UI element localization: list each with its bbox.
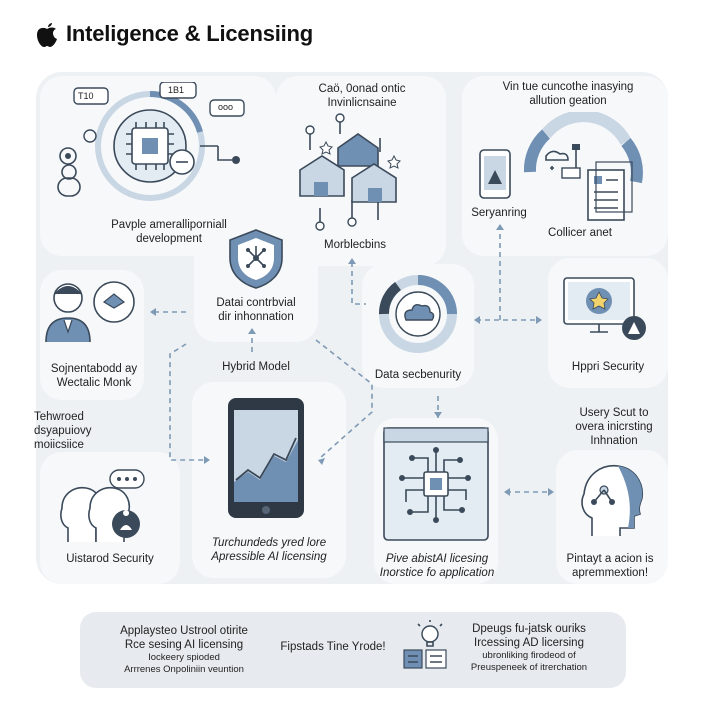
bottom-right-block: Dpeugs fu-jatsk ouriks Ircessing AD lice… xyxy=(444,622,614,674)
shield-label-line2: dir inhonnation xyxy=(218,311,294,323)
bubble-b-text: 1B1 xyxy=(168,85,185,95)
bubble-c-text: ooo xyxy=(218,102,234,112)
bottom-right-line3: ubronliking firodeod of xyxy=(482,650,576,661)
bottom-left-line2: Rce sesing AI licensing xyxy=(124,639,244,651)
shield-label: Datai contrbvial dir inhonnation xyxy=(196,296,316,324)
data-security-label: Data secbenurity xyxy=(374,369,462,381)
left-text-line1: Tehwroed xyxy=(34,411,84,423)
bottom-right-line1: Dpeugs fu-jatsk ouriks xyxy=(472,623,586,635)
apple-logo-icon xyxy=(37,23,57,47)
bottom-left-line3: Iockeery spioded xyxy=(148,652,220,663)
top-left-label-line1: Pavple ameralliporniall xyxy=(111,219,227,231)
bottom-summary-bar xyxy=(80,612,626,688)
top-center-heading: Caö, 0onad ontic Invinlicnsaine xyxy=(282,82,442,110)
ai-head-profile-icon xyxy=(581,465,643,536)
left-text-block: Tehwroed dsyapuiovy moiicsiice xyxy=(34,410,114,452)
tablet-dashboard-icon xyxy=(479,112,643,221)
user-right-label-line2: overa inicrsting xyxy=(575,421,653,433)
user-right-label-line3: Inhnation xyxy=(590,435,638,447)
user-right-label: Usery Scut to overa inicrsting Inhnation xyxy=(560,406,668,448)
top-right-heading: Vin tue cuncothe inasying allution geati… xyxy=(470,80,666,108)
bottom-left-block: Applaysteo Ustrool otirite Rce sesing AI… xyxy=(98,624,270,676)
houses-network-icon xyxy=(299,113,401,231)
bottom-left-line4: Arrrenes Onpoliniin veuntion xyxy=(124,664,244,675)
arrow-houses-to-data xyxy=(351,262,366,305)
mid-left-label-line2: Wectalic Monk xyxy=(56,377,132,389)
top-center-heading-line1: Caö, 0onad ontic xyxy=(318,83,406,95)
phone-label-line2: Apressible AI licensing xyxy=(211,551,327,563)
chip-label-line1: Pive abistAI licesing xyxy=(385,553,489,565)
face-label-line2: apremmextion! xyxy=(571,567,649,579)
chip-label: Pive abistAI licesing Inorstice fo appli… xyxy=(368,552,506,580)
circuit-chip-card-icon xyxy=(383,427,489,541)
bottom-left-line1: Applaysteo Ustrool otirite xyxy=(120,625,248,637)
top-center-heading-line2: Invinlicnsaine xyxy=(327,97,397,109)
person-avatar-icon xyxy=(45,281,135,343)
seryanring-label: Seryanring xyxy=(471,207,527,219)
phone-label-line1: Turchundeds yred lore xyxy=(211,537,327,549)
collicer-anet-label: Collicer anet xyxy=(548,227,612,239)
top-right-heading-line2: allution geation xyxy=(529,95,607,107)
hppri-security-label: Hppri Security xyxy=(571,361,645,373)
top-right-heading-line1: Vin tue cuncothe inasying xyxy=(502,81,634,93)
bubble-a-text: T10 xyxy=(78,91,94,101)
face-label-line1: Pintayt a acion is xyxy=(566,553,654,565)
arrow-shield-to-phone-right xyxy=(315,339,373,459)
data-security-ring-icon xyxy=(379,275,457,353)
bottom-center-label: Fipstads Tine Yrode! xyxy=(280,641,386,653)
left-text-line3: moiicsiice xyxy=(34,439,84,451)
arrow-shield-to-phone xyxy=(169,343,208,461)
phone-label: Turchundeds yred lore Apressible AI lice… xyxy=(192,536,346,564)
top-left-label-line2: development xyxy=(136,233,202,245)
left-text-line2: dsyapuiovy xyxy=(34,425,92,437)
monitor-star-icon xyxy=(563,277,646,340)
page-title: Inteligence & Licensiing xyxy=(66,21,314,46)
shield-network-icon xyxy=(229,229,283,289)
bottom-right-line2: Ircessing AD licersing xyxy=(474,637,584,649)
chip-label-line2: Inorstice fo application xyxy=(379,567,495,579)
mid-left-label: Sojnentabodd ay Wectalic Monk xyxy=(40,362,148,390)
bottom-right-line4: Preuspeneek of itrerchation xyxy=(470,662,588,673)
hybrid-model-label: Hybrid Model xyxy=(222,361,290,373)
people-security-label: Uistarod Security xyxy=(66,553,154,565)
ai-processor-gear-icon xyxy=(57,82,245,201)
user-right-label-line1: Usery Scut to xyxy=(579,407,649,419)
idea-bulb-docs-icon xyxy=(403,620,447,669)
page-header: Inteligence & Licensiing xyxy=(34,20,313,48)
face-label: Pintayt a acion is apremmextion! xyxy=(550,552,670,580)
mid-left-label-line1: Sojnentabodd ay xyxy=(50,363,138,375)
smartphone-chart-icon xyxy=(228,398,304,518)
shield-label-line1: Datai contrbvial xyxy=(216,297,296,309)
top-left-label: Pavple ameralliporniall development xyxy=(64,218,274,246)
people-chat-icon xyxy=(60,469,145,542)
top-center-label: Morblecbins xyxy=(324,239,386,251)
